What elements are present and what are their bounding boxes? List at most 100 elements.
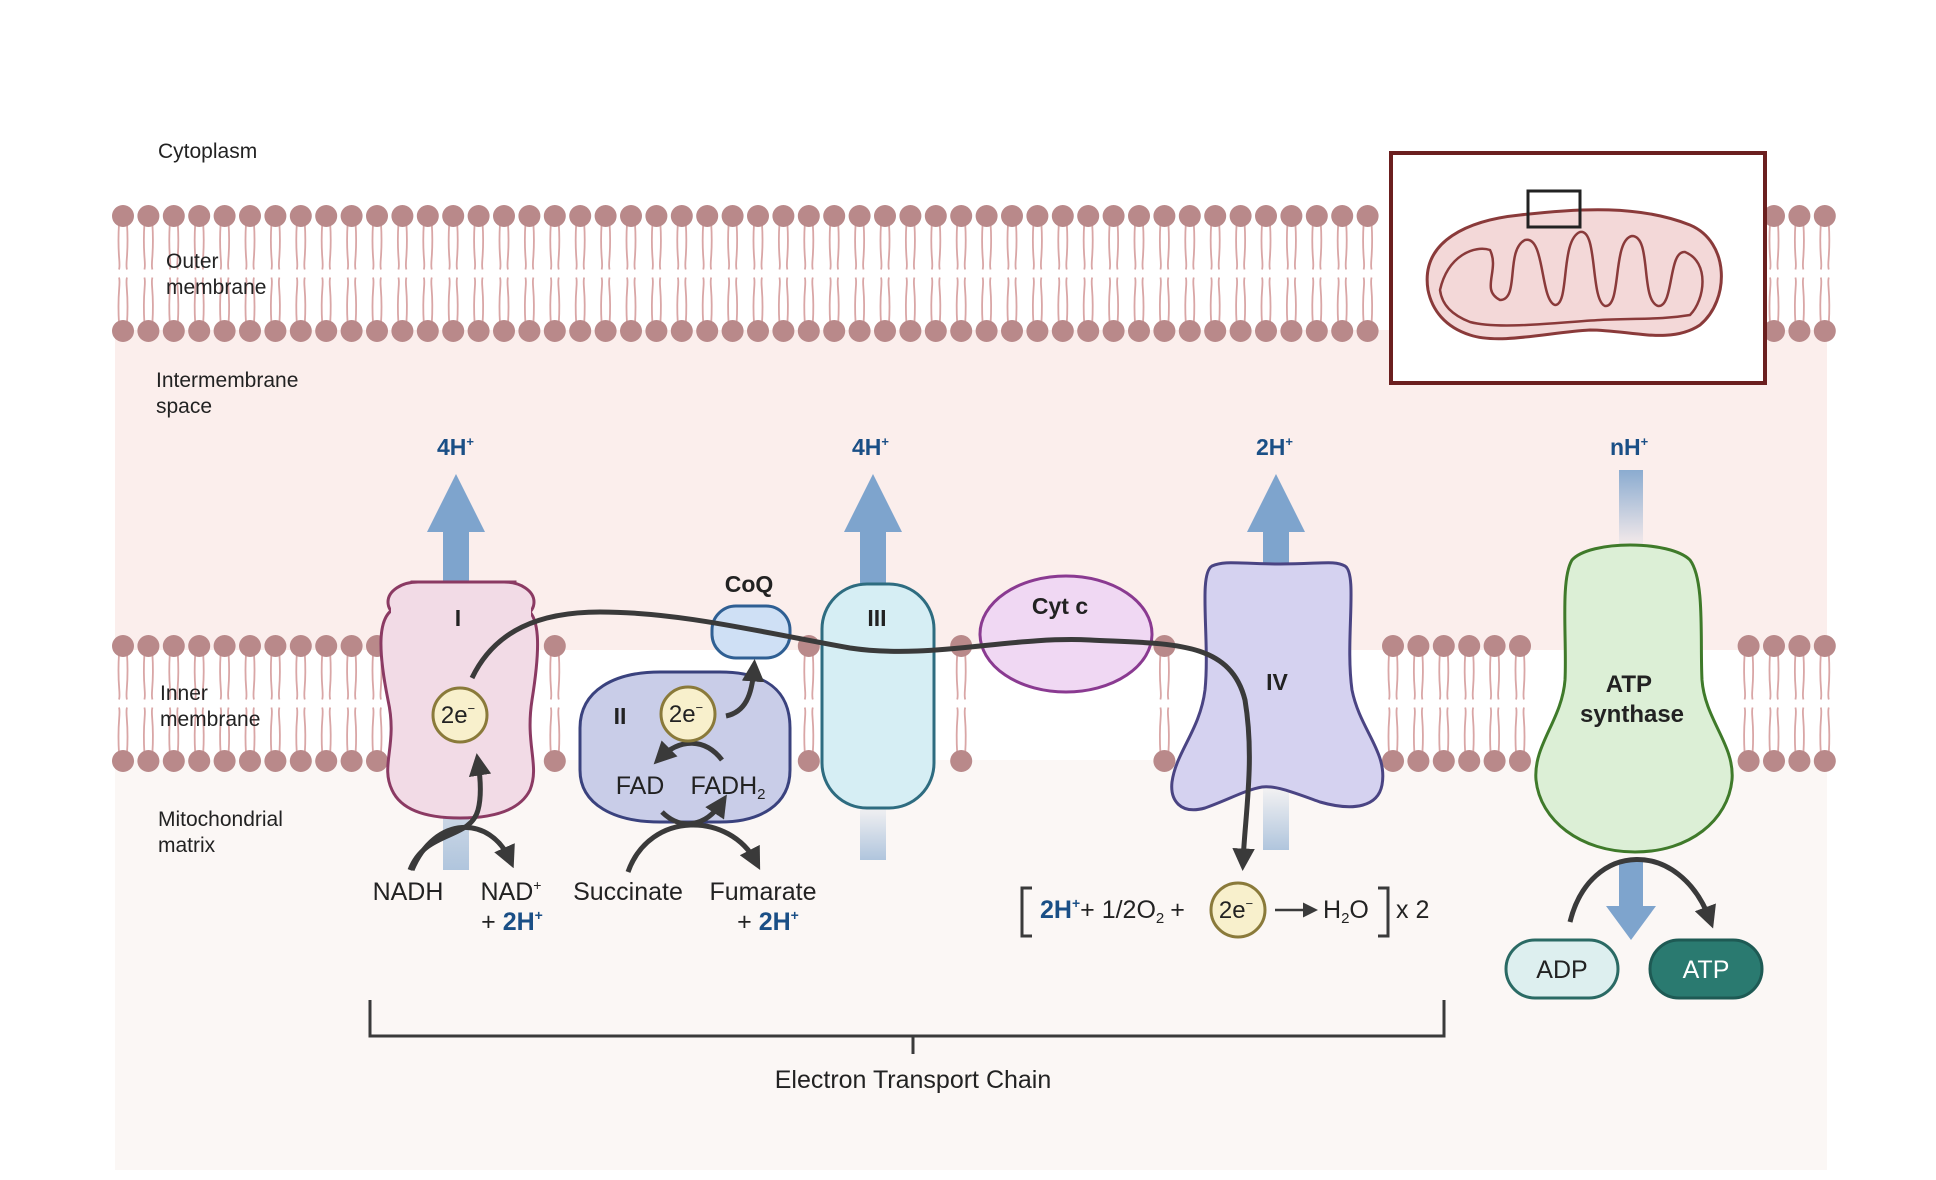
electron-complex-2: 2e− [659,685,717,743]
lipid-head [1331,320,1354,342]
lipid-tail [295,653,307,700]
lipid-tail [193,277,205,324]
lipid-tail [269,707,281,754]
lipid-head [1813,750,1836,772]
lipid-tail [879,277,891,324]
lipid-tail [1768,277,1780,324]
water-formation-equation: 2H++ 1/2O2+ 2e− H2O x 2 [1020,881,1429,939]
lipid-tail [1235,223,1247,270]
lipid-tail [168,707,180,754]
lipid-head [518,205,541,227]
lipid-head [975,320,998,342]
mitochondrion-icon [1425,208,1723,341]
cytoplasm-label: Cytoplasm [158,140,257,163]
lipid-tail [1489,707,1501,754]
proton-label-complex-4: 2H+ [1256,434,1293,460]
lipid-head [442,205,465,227]
lipid-head [1255,320,1277,342]
lipid-head [518,320,541,342]
lipid-head [213,635,236,657]
lipid-tail [676,223,688,270]
lipid-tail [1082,277,1094,324]
lipid-tail [498,223,510,270]
lipid-head [239,205,261,227]
lipid-head [1305,205,1328,227]
lipid-tail [701,277,713,324]
lipid-tail [346,653,358,700]
lipid-tail [1819,277,1831,324]
lipid-tail [447,277,459,324]
lipid-tail [473,277,485,324]
lipid-tail [269,653,281,700]
lipid-tail [1235,277,1247,324]
complex-4 [1170,561,1385,812]
lipid-head [1458,635,1481,657]
lipid-head [543,635,566,657]
lipid-tail [193,223,205,270]
lipid-head [620,320,642,342]
lipid-tail [1438,653,1450,700]
lipid-head [264,750,287,772]
lipid-tail [320,653,332,700]
lipid-tail [1793,707,1805,754]
svg-text:2e−: 2e− [1219,896,1253,924]
lipid-tail [1006,277,1018,324]
lipid-head [696,205,719,227]
lipid-tail [396,223,408,270]
lipid-head [874,205,896,227]
lipid-tail [1743,707,1755,754]
lipid-tail [295,277,307,324]
lipid-head [1178,205,1201,227]
atp-synthase-label: ATP synthase [1580,671,1684,728]
lipid-head [289,635,312,657]
lipid-head [289,750,312,772]
lipid-tail [1463,653,1475,700]
lipid-tail [219,707,231,754]
nadh-label: NADH [373,878,444,906]
lipid-head [1077,320,1100,342]
lipid-head [950,750,973,772]
lipid-head [696,320,719,342]
lipid-head [1077,205,1100,227]
outer-membrane [112,205,1836,342]
lipid-tail [193,653,205,700]
lipid-tail [600,277,612,324]
lipid-tail [600,223,612,270]
lipid-head [1153,205,1176,227]
lipid-tail [1412,653,1424,700]
lipid-head [239,750,261,772]
lipid-tail [422,277,434,324]
lipid-head [645,205,668,227]
lipid-tail [244,707,256,754]
lipid-head [594,205,617,227]
lipid-tail [168,653,180,700]
lipid-head [213,320,236,342]
electron-to-coq-arrow [725,659,765,719]
lipid-head [1763,635,1785,657]
nad-label: NAD+ [481,877,542,906]
lipid-head [1280,320,1303,342]
lipid-tail [1133,277,1145,324]
svg-text:H2O: H2O [1323,896,1369,927]
lipid-tail [650,223,662,270]
lipid-tail [219,223,231,270]
lipid-head [112,320,134,342]
lipid-head [747,205,769,227]
lipid-head [797,320,820,342]
lipid-head [340,320,363,342]
lipid-head [1432,635,1455,657]
coq-label: CoQ [725,571,774,597]
lipid-head [213,205,236,227]
lipid-tail [346,707,358,754]
lipid-tail [219,277,231,324]
lipid-head [315,320,338,342]
lipid-tail [625,223,637,270]
lipid-tail [549,277,561,324]
electron-path-arrow [469,609,1255,871]
lipid-tail [1819,223,1831,270]
lipid-head [1509,635,1531,657]
lipid-tail [955,277,967,324]
lipid-head [670,320,693,342]
lipid-tail [1031,277,1043,324]
